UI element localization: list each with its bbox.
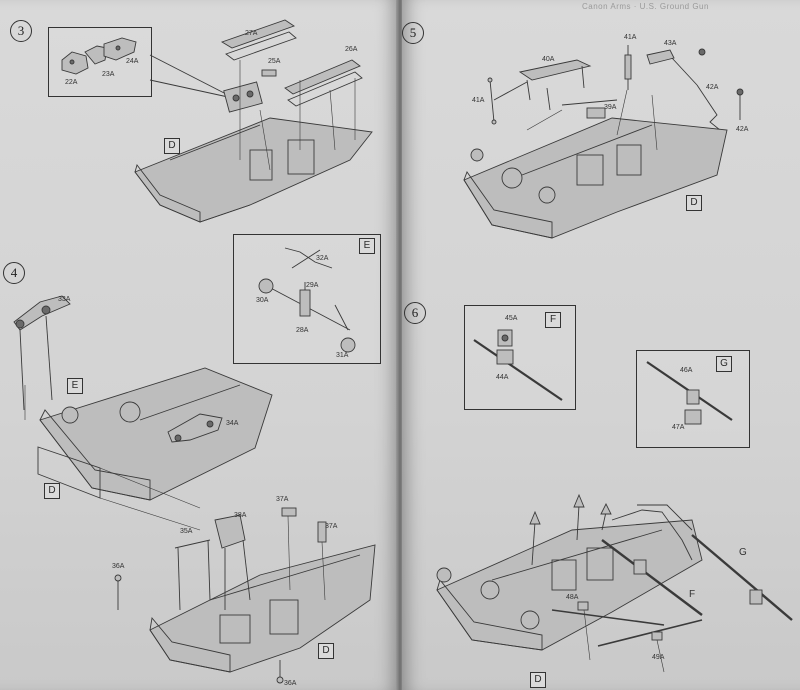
- running-header: Cаnon Arms · U.S. Ground Gun: [582, 2, 709, 11]
- step-6-drawing: [436, 329, 793, 673]
- sub-assembly-marker: D: [686, 195, 702, 211]
- part-label: 34A: [226, 420, 239, 427]
- part-label: 46A: [680, 367, 693, 374]
- part-label: 27A: [245, 30, 258, 37]
- part-label: 36A: [112, 563, 125, 570]
- callout-letter: G: [716, 356, 732, 372]
- part-label: 44A: [496, 374, 509, 381]
- left-page: 3 27A 25A 26A 22A 23A 24A: [0, 0, 398, 690]
- callout-letter: E: [359, 238, 375, 254]
- callout-letter: F: [545, 312, 561, 328]
- part-label: 39A: [604, 104, 617, 111]
- part-label: 38A: [234, 512, 247, 519]
- step-3-drawing: [61, 19, 373, 223]
- sub-assembly-marker: F: [689, 589, 696, 600]
- part-label: 36A: [284, 680, 297, 687]
- part-label: 40A: [542, 56, 555, 63]
- part-label: 29A: [306, 282, 319, 289]
- part-label: 41A: [472, 97, 485, 104]
- part-label: 48A: [566, 594, 579, 601]
- part-label: 45A: [505, 315, 518, 322]
- sub-assembly-marker: E: [67, 378, 83, 394]
- right-page: Cаnon Arms · U.S. Ground Gun 5: [402, 0, 800, 690]
- step-number: 3: [10, 20, 32, 42]
- book-spine: [396, 0, 404, 690]
- part-label: 28A: [296, 327, 309, 334]
- step-number: 6: [404, 302, 426, 324]
- part-label: 49A: [652, 654, 665, 661]
- sub-assembly-marker: D: [318, 643, 334, 659]
- part-label: 26A: [345, 46, 358, 53]
- part-label: 30A: [256, 297, 269, 304]
- sub-assembly-marker: D: [530, 672, 546, 688]
- sub-assembly-marker: D: [44, 483, 60, 499]
- part-label: 37A: [276, 496, 289, 503]
- part-label: 35A: [180, 528, 193, 535]
- part-label: 42A: [736, 126, 749, 133]
- sub-assembly-marker: G: [739, 547, 747, 558]
- part-label: 42A: [706, 84, 719, 91]
- part-label: 23A: [102, 71, 115, 78]
- step-4-drawing: [13, 247, 376, 684]
- step-5-drawing: [463, 45, 744, 239]
- part-label: 32A: [316, 255, 329, 262]
- part-label: 25A: [268, 58, 281, 65]
- part-label: 33A: [58, 296, 71, 303]
- part-label: 24A: [126, 58, 139, 65]
- step-number: 5: [402, 22, 424, 44]
- part-label: 43A: [664, 40, 677, 47]
- part-label: 47A: [672, 424, 685, 431]
- step-number: 4: [3, 262, 25, 284]
- sub-assembly-marker: D: [164, 138, 180, 154]
- part-label: 37A: [325, 523, 338, 530]
- part-label: 31A: [336, 352, 349, 359]
- part-label: 41A: [624, 34, 637, 41]
- part-label: 22A: [65, 79, 78, 86]
